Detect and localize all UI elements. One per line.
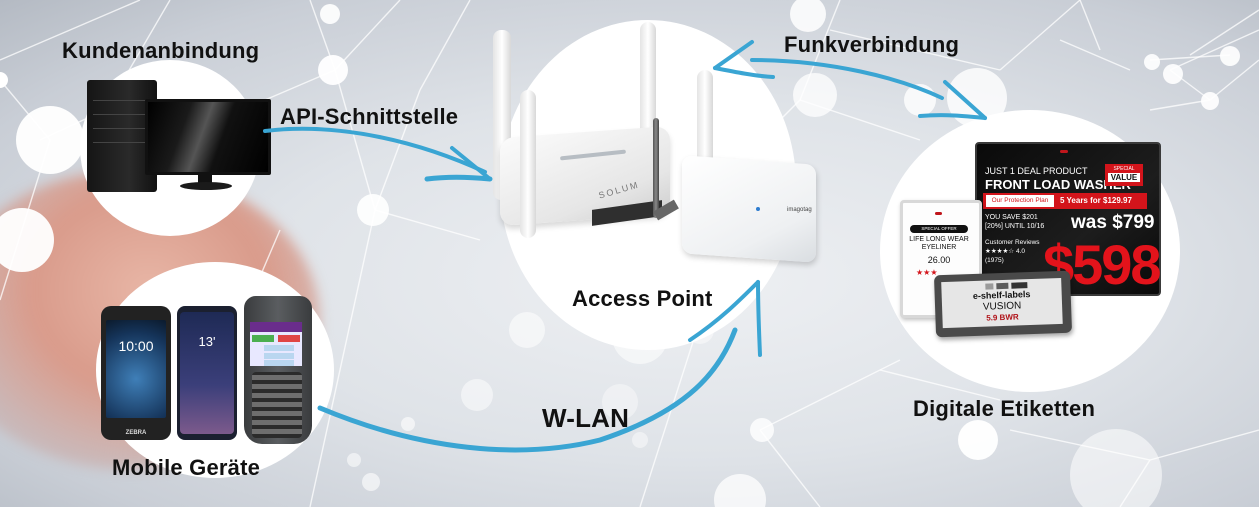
plan-price: 5 Years for $129.97: [1060, 196, 1132, 205]
special-value-badge: SPECIAL VALUE: [1105, 164, 1143, 186]
display-subtitle: JUST 1 DEAL PRODUCT: [985, 166, 1088, 176]
display-title: FRONT LOAD WASHER: [985, 177, 1131, 192]
was-price: was $799: [1071, 212, 1155, 233]
savings-text: YOU SAVE $201 [20%] UNTIL 10/16: [985, 214, 1045, 230]
radio-label: Funkverbindung: [784, 32, 960, 57]
product-name: LIFE LONG WEAR EYELINER: [909, 236, 969, 251]
radio-arrowhead-right-upper: [943, 80, 987, 120]
barcode-scanner-icon: [244, 296, 312, 444]
api-label: API-Schnittstelle: [280, 104, 459, 129]
product-price: 26.00: [927, 255, 951, 265]
mobile-label: Mobile Geräte: [112, 455, 261, 480]
phone1-time: 10:00: [118, 338, 154, 354]
customer-reviews: Customer Reviews ★★★★☆ 4.0 (1975): [985, 239, 1040, 264]
api-arrowhead-lower: [424, 174, 493, 182]
wlan-arrow: [317, 327, 738, 453]
protection-plan: Our Protection Plan: [986, 195, 1054, 207]
phone2-time: 13': [198, 334, 216, 349]
api-arrow: [263, 126, 487, 174]
customer-label: Kundenanbindung: [62, 38, 260, 63]
special-offer-pill: SPECIAL OFFER: [910, 225, 968, 233]
wlan-arrowhead-right: [756, 280, 762, 357]
radio-arrowhead-left-upper: [713, 40, 754, 70]
wlan-label: W-LAN: [542, 403, 630, 433]
radio-arrow: [750, 58, 944, 100]
rating-stars: ★★★: [916, 268, 938, 277]
wlan-arrowhead-left: [688, 280, 760, 342]
rod-antenna: [653, 118, 659, 218]
api-arrowhead-upper: [450, 146, 492, 181]
phone1-brand: ZEBRA: [125, 430, 147, 436]
gateway-brand: imagotag: [787, 207, 812, 213]
zebra-phone-icon: 10:00 ZEBRA: [101, 306, 171, 440]
smartphone-icon: 13': [177, 306, 237, 440]
radio-arrowhead-left-lower: [713, 66, 775, 79]
access-point-label: Access Point: [572, 286, 713, 311]
digital-labels-label: Digitale Etiketten: [913, 396, 1096, 421]
radio-arrowhead-right-lower: [918, 113, 987, 120]
